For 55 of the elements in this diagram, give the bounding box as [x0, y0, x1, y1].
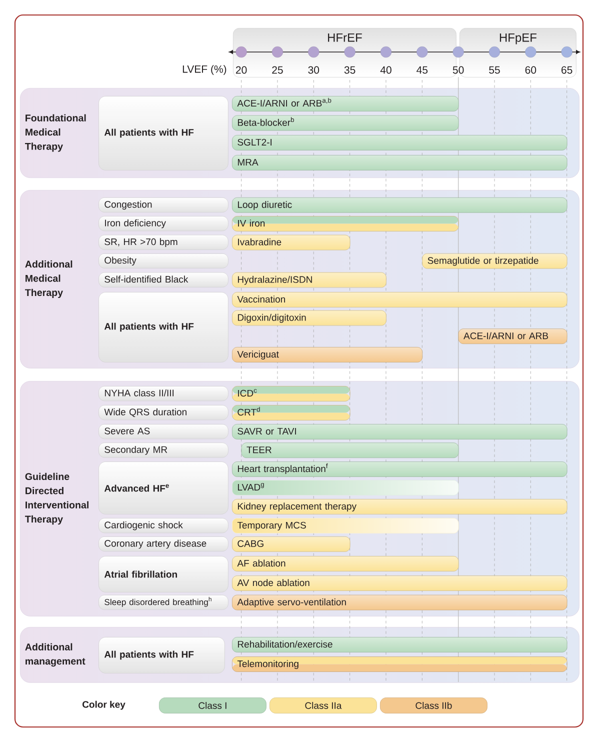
- range-bar: Vericiguat: [232, 347, 423, 362]
- range-bar: Adaptive servo-ventilation: [232, 594, 568, 610]
- tick-label: 45: [416, 66, 428, 74]
- range-bar: IV iron: [232, 216, 459, 232]
- range-bar: Temporary MCS: [232, 518, 459, 534]
- range-bar: ICD$^{c}$: [232, 386, 350, 402]
- range-bar: Heart transplantation$^{f}$: [232, 462, 568, 477]
- label-pill: Congestion: [98, 197, 228, 212]
- range-bar: SAVR or TAVI: [232, 424, 568, 440]
- legend-title: Color key: [82, 700, 126, 710]
- group-box: All patients with HF: [98, 292, 228, 362]
- tick-label: 40: [380, 66, 392, 74]
- tick-label: 25: [272, 66, 283, 74]
- tick-label: 35: [344, 66, 356, 74]
- group-box: Advanced HF$^{e}$: [98, 462, 228, 514]
- range-bar: MRA: [232, 155, 568, 170]
- range-bar: AV node ablation: [232, 576, 568, 591]
- label-pill: Obesity: [98, 253, 228, 268]
- range-bar: LVAD$^{g}$: [232, 480, 459, 496]
- range-bar: AF ablation: [232, 556, 459, 572]
- label-pill: Coronary artery disease: [98, 536, 228, 552]
- range-bar: Vaccination: [232, 292, 568, 308]
- tick-label: 20: [236, 66, 247, 74]
- label-pill: NYHA class II/III: [98, 386, 228, 402]
- group-box: Atrial fibrillation: [98, 556, 228, 592]
- range-bar: SGLT2-I: [232, 135, 568, 150]
- label-pill: Cardiogenic shock: [98, 518, 228, 534]
- label-pill: Severe AS: [98, 424, 228, 440]
- axis-label: LVEF (%): [182, 65, 226, 75]
- range-bar: Hydralazine/ISDN: [232, 272, 386, 288]
- label-pill: Wide QRS duration: [98, 405, 228, 420]
- tick-label: 55: [489, 66, 500, 74]
- range-bar: Kidney replacement therapy: [232, 499, 568, 514]
- range-bar: Ivabradine: [232, 234, 350, 250]
- group-box: All patients with HF: [98, 96, 228, 170]
- label-pill: Secondary MR: [98, 442, 228, 458]
- range-bar: ACE-I/ARNI or ARB$^{a,b}$: [232, 96, 459, 112]
- range-bar: TEER: [241, 442, 459, 458]
- group-box: All patients with HF: [98, 637, 225, 674]
- range-bar: CRT$^{d}$: [232, 405, 350, 420]
- range-bar: Digoxin/digitoxin: [232, 310, 386, 326]
- range-bar: CABG: [232, 536, 350, 552]
- tick-label: 30: [308, 66, 320, 74]
- range-bar: ACE-I/ARNI or ARB: [458, 328, 568, 344]
- tick-label: 65: [562, 66, 572, 74]
- range-bar: Telemonitoring: [232, 656, 568, 672]
- label-pill: Self-identified Black: [98, 272, 228, 288]
- range-bar: Semaglutide or tirzepatide: [422, 253, 568, 269]
- range-bar: Beta-blocker$^{b}$: [232, 115, 459, 131]
- tick-label: 60: [525, 66, 536, 74]
- label-pill: Sleep disordered breathing$^{h}$: [98, 594, 228, 610]
- label-pill: Iron deficiency: [98, 216, 228, 232]
- range-bar: Loop diuretic: [232, 197, 568, 213]
- label-pill: SR, HR >70 bpm: [98, 234, 228, 250]
- range-bar: Rehabilitation/exercise: [232, 637, 568, 652]
